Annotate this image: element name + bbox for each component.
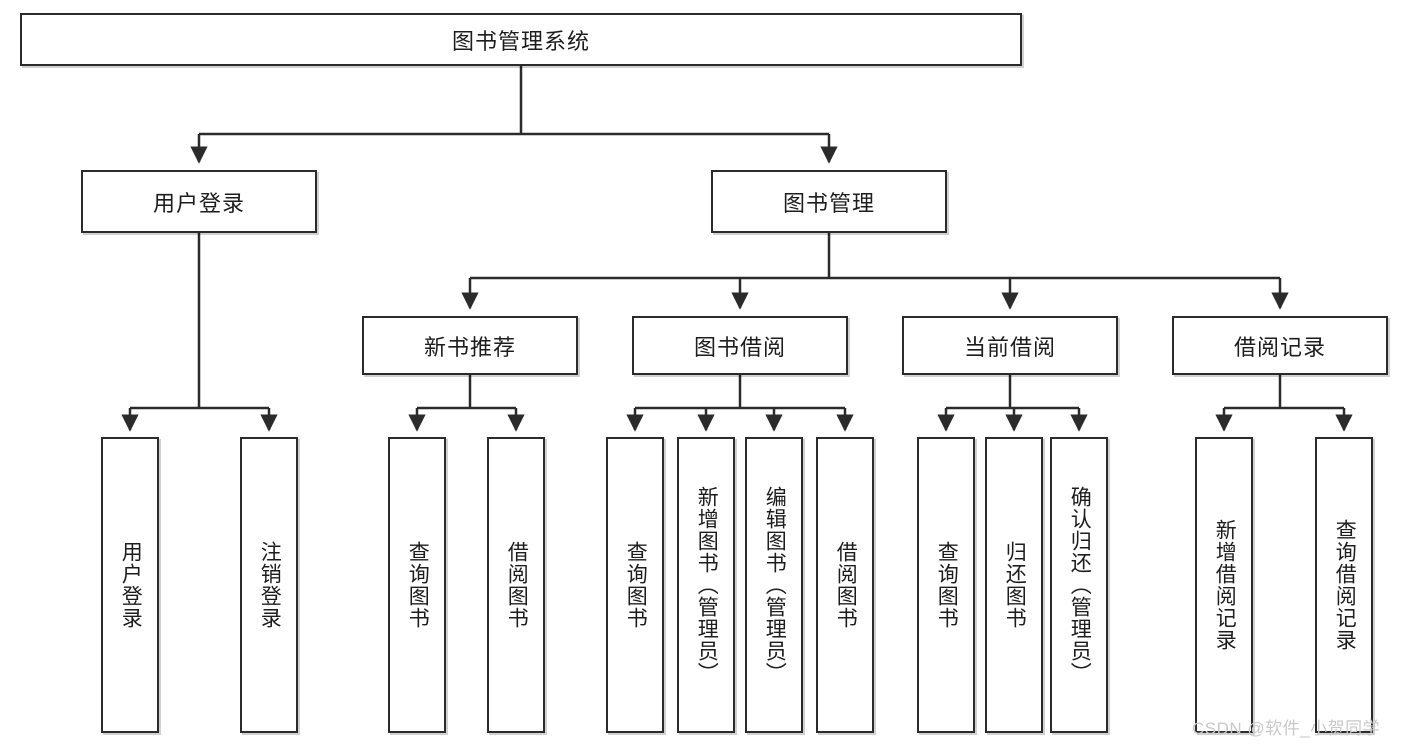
node-root-label: 图书管理系统 bbox=[451, 28, 590, 54]
node-leaf-add-borrow-record[interactable]: 新增借阅记录 bbox=[1195, 437, 1253, 733]
node-leaf-borrow-book-2-label: 借阅图书 bbox=[834, 541, 858, 629]
node-leaf-user-login[interactable]: 用户登录 bbox=[101, 437, 159, 733]
node-book-borrow[interactable]: 图书借阅 bbox=[632, 316, 848, 375]
node-leaf-logout[interactable]: 注销登录 bbox=[240, 437, 298, 733]
node-leaf-query-book-2[interactable]: 查询图书 bbox=[606, 437, 664, 733]
node-leaf-edit-book-admin[interactable]: 编辑图书（管理员） bbox=[745, 437, 803, 733]
node-book-borrow-label: 图书借阅 bbox=[693, 334, 786, 360]
node-root[interactable]: 图书管理系统 bbox=[20, 13, 1022, 66]
node-leaf-add-book-admin-label: 新增图书（管理员） bbox=[695, 486, 719, 684]
node-leaf-query-book-1-label: 查询图书 bbox=[406, 541, 430, 629]
node-borrow-record-label: 借阅记录 bbox=[1233, 334, 1326, 360]
node-leaf-borrow-book-2[interactable]: 借阅图书 bbox=[816, 437, 874, 733]
node-leaf-logout-label: 注销登录 bbox=[258, 541, 282, 629]
node-leaf-query-borrow-record[interactable]: 查询借阅记录 bbox=[1315, 437, 1373, 733]
node-book-manage-label: 图书管理 bbox=[782, 190, 875, 216]
node-leaf-confirm-return-admin[interactable]: 确认归还（管理员） bbox=[1050, 437, 1108, 733]
node-book-manage[interactable]: 图书管理 bbox=[711, 170, 947, 233]
node-leaf-edit-book-admin-label: 编辑图书（管理员） bbox=[763, 486, 787, 684]
node-leaf-borrow-book-1[interactable]: 借阅图书 bbox=[487, 437, 545, 733]
node-leaf-return-book-label: 归还图书 bbox=[1003, 541, 1027, 629]
node-leaf-confirm-return-admin-label: 确认归还（管理员） bbox=[1068, 486, 1092, 684]
node-leaf-query-borrow-record-label: 查询借阅记录 bbox=[1333, 519, 1357, 651]
node-leaf-query-book-2-label: 查询图书 bbox=[624, 541, 648, 629]
node-current-borrow-label: 当前借阅 bbox=[963, 334, 1056, 360]
node-new-book-recommend[interactable]: 新书推荐 bbox=[362, 316, 578, 375]
node-leaf-add-book-admin[interactable]: 新增图书（管理员） bbox=[677, 437, 735, 733]
node-current-borrow[interactable]: 当前借阅 bbox=[902, 316, 1118, 375]
node-leaf-add-borrow-record-label: 新增借阅记录 bbox=[1213, 519, 1237, 651]
node-leaf-query-book-3[interactable]: 查询图书 bbox=[917, 437, 975, 733]
node-borrow-record[interactable]: 借阅记录 bbox=[1172, 316, 1388, 375]
node-leaf-borrow-book-1-label: 借阅图书 bbox=[505, 541, 529, 629]
node-leaf-query-book-1[interactable]: 查询图书 bbox=[388, 437, 446, 733]
node-new-book-recommend-label: 新书推荐 bbox=[423, 334, 516, 360]
csdn-watermark: CSDN @软件_小贺同学 bbox=[1192, 719, 1381, 738]
node-leaf-query-book-3-label: 查询图书 bbox=[935, 541, 959, 629]
node-user-login-label: 用户登录 bbox=[152, 190, 245, 216]
node-leaf-return-book[interactable]: 归还图书 bbox=[985, 437, 1043, 733]
node-user-login[interactable]: 用户登录 bbox=[81, 170, 317, 233]
node-leaf-user-login-label: 用户登录 bbox=[119, 541, 143, 629]
